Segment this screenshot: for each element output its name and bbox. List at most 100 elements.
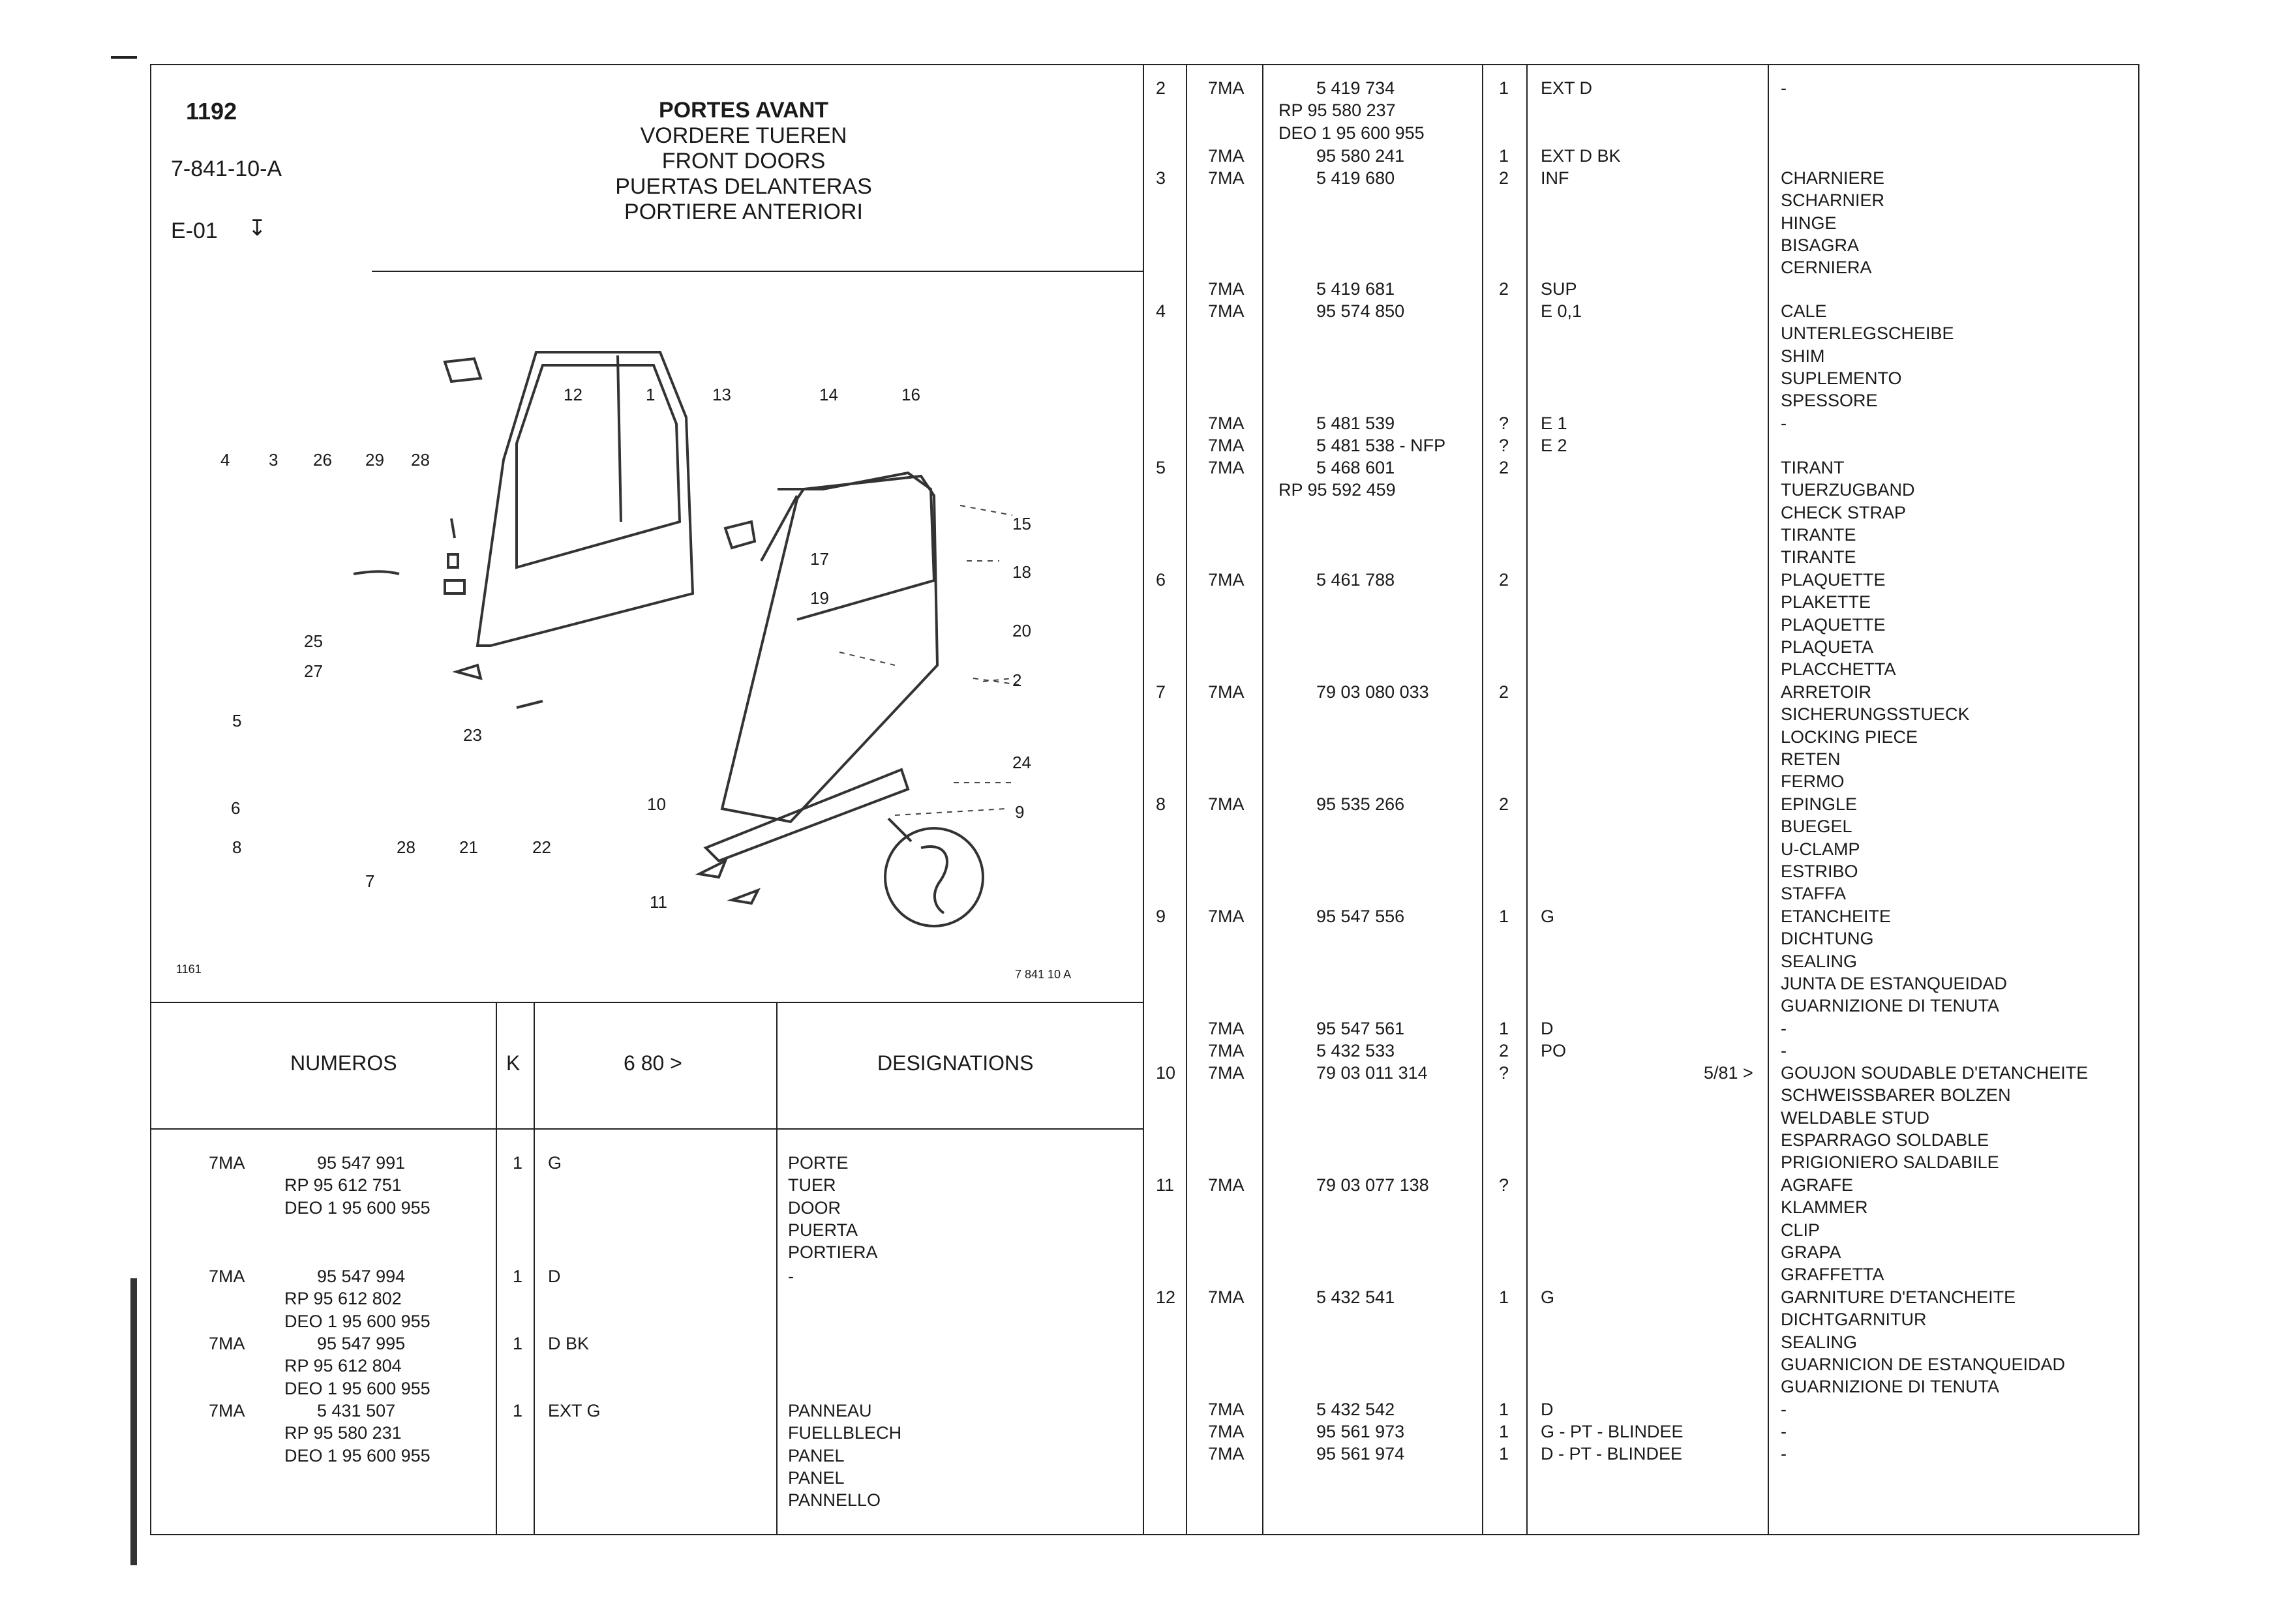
- part-note: EXT G: [548, 1401, 601, 1420]
- part-qty: 1: [1499, 1287, 1509, 1307]
- part-designation: FUELLBLECH: [788, 1423, 902, 1443]
- ref-number: 7: [1156, 682, 1166, 702]
- part-note: D - PT - BLINDEE: [1541, 1444, 1683, 1464]
- right-door-frame: [720, 474, 939, 824]
- part-designation: SCHWEISSBARER BOLZEN: [1781, 1085, 2011, 1105]
- part-type: 7MA: [1208, 794, 1245, 814]
- left-col-desig: [776, 1002, 778, 1534]
- callout-13: 13: [712, 385, 731, 404]
- part-qty: 1: [513, 1401, 523, 1420]
- callout-27: 27: [304, 661, 323, 681]
- col-header-designations: DESIGNATIONS: [877, 1051, 1034, 1075]
- part-number: DEO 1 95 600 955: [284, 1311, 430, 1331]
- part-designation: PANEL: [788, 1467, 845, 1488]
- ref-number: 10: [1156, 1063, 1176, 1083]
- part-number: 95 547 995: [317, 1334, 406, 1353]
- ref-number: 6: [1156, 570, 1166, 590]
- part-note: G: [1541, 1287, 1555, 1307]
- part-designation: BUEGEL: [1781, 817, 1852, 837]
- callout-2: 2: [1012, 670, 1022, 690]
- part-type: 7MA: [209, 1153, 245, 1173]
- part-qty: 1: [1499, 1422, 1509, 1441]
- ref-number: 5: [1156, 458, 1166, 477]
- part-number: 79 03 077 138: [1316, 1175, 1429, 1195]
- part-note: D BK: [548, 1334, 590, 1353]
- part-designation: SEALING: [1781, 1332, 1858, 1352]
- mirror-part: [723, 520, 757, 550]
- part-designation: JUNTA DE ESTANQUEIDAD: [1781, 973, 2008, 993]
- part-note: EXT D BK: [1541, 146, 1621, 166]
- part-number: 5 432 542: [1316, 1400, 1395, 1419]
- part-designation: U-CLAMP: [1781, 839, 1860, 859]
- part-type: 7MA: [1208, 146, 1245, 166]
- callout-24: 24: [1012, 753, 1031, 772]
- ref-number: 4: [1156, 301, 1166, 321]
- part-note: D: [1541, 1019, 1554, 1038]
- part-designation: SEALING: [1781, 951, 1858, 971]
- callout-22: 22: [532, 837, 551, 857]
- part-type: 7MA: [1208, 168, 1245, 188]
- part-note: INF: [1541, 168, 1569, 188]
- figure-reference-label: 7 841 10 A: [1015, 968, 1072, 981]
- part-designation: TUERZUGBAND: [1781, 480, 1915, 500]
- part-designation: PANNELLO: [788, 1490, 881, 1510]
- top-corner-mark: [111, 56, 137, 59]
- part-qty: 2: [1499, 794, 1509, 814]
- part-designation: SHIM: [1781, 346, 1825, 366]
- part-number: DEO 1 95 600 955: [284, 1445, 430, 1465]
- part-type: 7MA: [1208, 301, 1245, 321]
- callout-28-top: 28: [411, 450, 430, 470]
- right-col-note: [1526, 64, 1528, 1534]
- part-type: 7MA: [1208, 436, 1245, 455]
- part-qty: 1: [513, 1267, 523, 1286]
- part-designation: -: [1781, 1422, 1787, 1441]
- part-qty: ?: [1499, 1063, 1509, 1083]
- part-number: RP 95 612 751: [284, 1175, 402, 1195]
- part-number: RP 95 612 804: [284, 1356, 402, 1376]
- part-number: 95 547 994: [317, 1267, 406, 1286]
- hinge-upper: [447, 553, 459, 569]
- table-header-rule: [151, 1128, 1143, 1130]
- callout-10: 10: [647, 794, 666, 814]
- right-door-seal: [760, 495, 798, 562]
- top-rule: [150, 64, 2139, 65]
- part-note: D: [1541, 1400, 1554, 1419]
- callout-14: 14: [819, 385, 838, 404]
- callout-20: 20: [1012, 621, 1031, 640]
- part-type: 7MA: [209, 1401, 245, 1420]
- callout-29: 29: [365, 450, 384, 470]
- part-note: E 0,1: [1541, 301, 1582, 321]
- part-qty: 2: [1499, 570, 1509, 590]
- part-note: E 1: [1541, 413, 1567, 433]
- callout-4: 4: [220, 450, 230, 470]
- part-qty: ?: [1499, 1175, 1509, 1195]
- part-designation: PLAQUETTE: [1781, 570, 1886, 590]
- part-designation: DICHTGARNITUR: [1781, 1310, 1927, 1330]
- part-number: 95 547 561: [1316, 1019, 1405, 1038]
- part-designation: DOOR: [788, 1197, 841, 1218]
- callout-6: 6: [231, 798, 241, 818]
- right-col-desig: [1768, 64, 1769, 1534]
- part-designation: CHECK STRAP: [1781, 502, 1907, 522]
- part-number: 5 481 539: [1316, 413, 1395, 433]
- right-door-window-frame: [778, 471, 936, 621]
- detail-leader: [887, 817, 913, 843]
- title-fr: PORTES AVANT: [658, 98, 829, 123]
- part-designation: ESTRIBO: [1781, 861, 1858, 881]
- part-type: 7MA: [1208, 78, 1245, 98]
- part-type: 7MA: [1208, 1422, 1245, 1441]
- ref-number: 9: [1156, 907, 1166, 926]
- part-designation: UNTERLEGSCHEIBE: [1781, 323, 1954, 344]
- part-designation: -: [788, 1267, 794, 1286]
- part-number: RP 95 580 237: [1278, 100, 1396, 121]
- col-header-date: 6 80 >: [624, 1051, 682, 1075]
- part-designation: ETANCHEITE: [1781, 907, 1892, 926]
- hinge-lower: [444, 579, 466, 595]
- part-number: RP 95 580 231: [284, 1423, 402, 1443]
- left-door-frame: [476, 351, 695, 647]
- part-number: 95 535 266: [1316, 794, 1405, 814]
- part-qty: 2: [1499, 1041, 1509, 1060]
- part-type: 7MA: [1208, 682, 1245, 702]
- part-note: PO: [1541, 1041, 1567, 1060]
- title-de: VORDERE TUEREN: [640, 123, 847, 148]
